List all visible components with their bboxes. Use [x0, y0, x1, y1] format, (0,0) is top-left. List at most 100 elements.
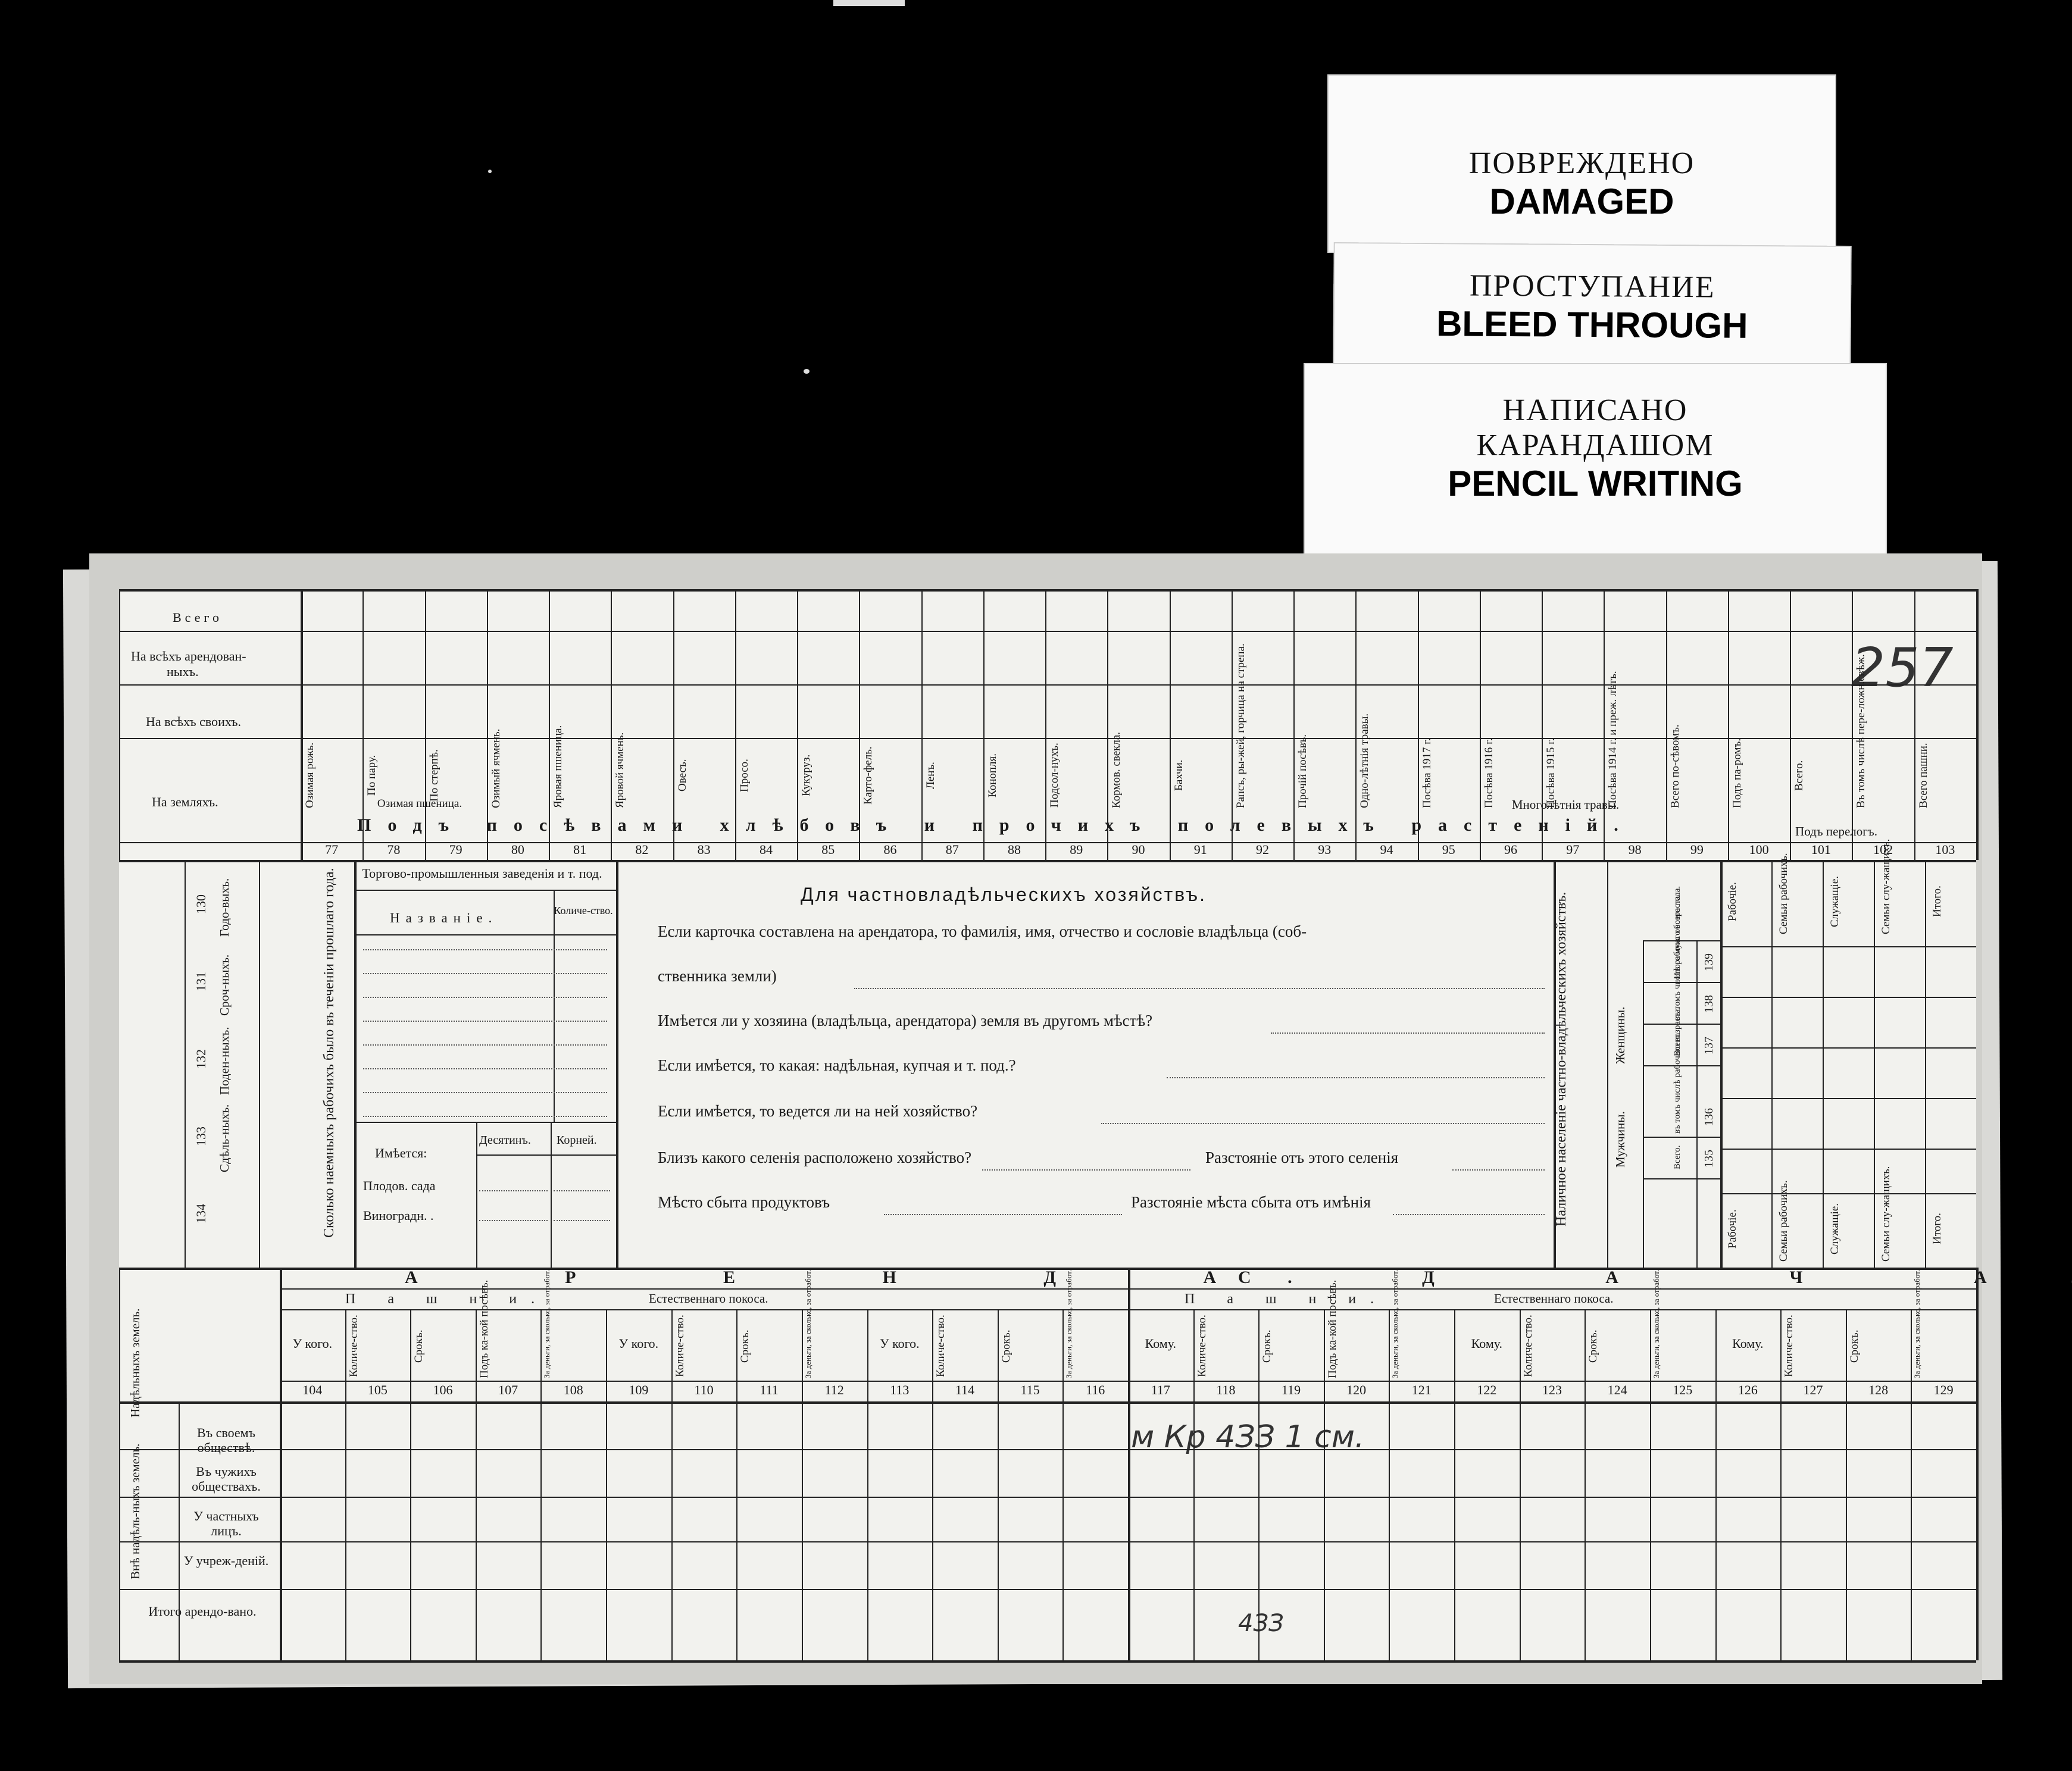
private-farms-title: Для частновладѣльческихъ хозяйствъ. [801, 884, 1207, 905]
crop-col-79: По стерпѣ. [427, 749, 440, 802]
rule-line [119, 842, 1976, 843]
crop-col-num-81: 81 [573, 842, 587, 857]
bottom-col-116: За деньги, за сколько, за отработ. [1064, 1269, 1074, 1378]
bottom-col-111: Срокъ. [739, 1329, 752, 1363]
rule-line [983, 589, 985, 860]
rule-line [801, 1309, 803, 1660]
dotted-line [554, 1190, 610, 1191]
pencil-label-en: PENCIL WRITING [1448, 464, 1743, 503]
bottom-col-114: Количе-ство. [935, 1315, 948, 1378]
rule-line [179, 1401, 180, 1660]
bottom-col-num-128: 128 [1868, 1382, 1889, 1397]
rule-line [1720, 1149, 1976, 1150]
crop-col-102: Въ томъ числѣ пере-ложн.свѣж. [1855, 654, 1868, 808]
crop-col-85: Кукуруз. [800, 754, 813, 797]
right-col-top-2: Служащіе. [1829, 875, 1841, 928]
bottom-col-num-126: 126 [1737, 1382, 1758, 1397]
crop-col-num-79: 79 [449, 842, 462, 857]
rule-line [1874, 860, 1875, 1268]
crop-col-101: Всего. [1793, 760, 1806, 791]
bottom-col-num-112: 112 [824, 1382, 844, 1397]
rule-line [475, 1309, 477, 1660]
scan-dust [804, 369, 810, 374]
rule-line [671, 1309, 673, 1660]
rule-line [1643, 1137, 1720, 1138]
rule-line [673, 589, 674, 860]
dotted-line [1452, 1169, 1545, 1171]
question-land-type: Если имѣется, то какая: надѣльная, купча… [658, 1056, 1016, 1074]
bottom-col-115: Срокъ. [999, 1329, 1012, 1363]
desyatin-header: Десятинъ. [479, 1134, 531, 1147]
question-other-land: Имѣется ли у хозяина (владѣльца, арендат… [658, 1012, 1153, 1030]
bottom-col-112: За деньги, за сколько, за отработ. [803, 1269, 812, 1378]
crop-col-num-103: 103 [1935, 842, 1955, 857]
population-label: Наличное населеніе частно-владѣльческихъ… [1554, 891, 1569, 1227]
dotted-line [854, 988, 1545, 989]
group-vne-label: Внѣ надѣль-ныхъ земель. [128, 1443, 142, 1580]
crop-col-num-83: 83 [697, 842, 711, 857]
trade-name-header: Названіе. [390, 910, 498, 925]
rule-line [1720, 1098, 1976, 1099]
rule-line [354, 1122, 616, 1123]
men-label: Мужчины. [1613, 1111, 1627, 1168]
rule-line [1585, 1309, 1586, 1660]
rule-line [606, 1309, 608, 1660]
bottom-col-124: Срокъ. [1587, 1329, 1600, 1363]
bottom-col-num-108: 108 [563, 1382, 583, 1397]
rule-line [1389, 1309, 1390, 1660]
rule-line [797, 589, 799, 860]
dotted-line [884, 1214, 1122, 1215]
pashni-sdacha: П а ш н и. [1185, 1291, 1389, 1307]
rule-line [1925, 860, 1926, 1268]
crop-col-90: Кормов. свекла. [1110, 731, 1123, 808]
bottom-col-num-107: 107 [498, 1382, 518, 1397]
crop-col-89: Подсол-нухъ. [1048, 743, 1061, 808]
rule-line [554, 890, 555, 1122]
left-col-num-134: 134 [193, 1204, 208, 1224]
dotted-line [1271, 1032, 1545, 1034]
pop-row-num-139: 139 [1702, 953, 1715, 972]
rule-line [1649, 1309, 1651, 1660]
rule-line [1696, 940, 1698, 1268]
crop-col-94: Одно-лѣтнія травы. [1358, 713, 1371, 808]
rule-line [1643, 940, 1720, 941]
rule-line [736, 1309, 738, 1660]
pencil-label-ru1: НАПИСАНО [1502, 393, 1688, 427]
rule-line [1720, 860, 1723, 1268]
rule-line [119, 1268, 120, 1660]
crop-col-num-100: 100 [1749, 842, 1769, 857]
rule-line [362, 589, 364, 860]
bottom-col-num-111: 111 [760, 1382, 779, 1397]
rule-line [1643, 1178, 1720, 1179]
crop-col-num-86: 86 [883, 842, 897, 857]
damaged-label-ru: ПОВРЕЖДЕНО [1468, 146, 1695, 180]
rule-line [119, 1268, 1976, 1270]
crop-col-99: Всего по-сѣвомъ. [1668, 724, 1682, 808]
crop-col-num-84: 84 [759, 842, 773, 857]
rule-line [1643, 1065, 1720, 1066]
bottom-col-107: Подъ ка-кой посѣвъ. [477, 1279, 490, 1378]
crop-col-num-87: 87 [945, 842, 959, 857]
fruit-garden-label: Плодов. сада [363, 1178, 436, 1193]
rule-line [616, 860, 618, 1268]
rule-line [1790, 589, 1792, 860]
pop-row-num-137: 137 [1702, 1037, 1715, 1055]
bottom-col-num-104: 104 [302, 1382, 323, 1397]
dotted-line [1101, 1123, 1545, 1124]
rule-line [1845, 1309, 1847, 1660]
rule-line [867, 1309, 868, 1660]
bottom-col-106: Срокъ. [412, 1329, 426, 1363]
left-col-num-133: 133 [193, 1127, 208, 1147]
row-label-own: На всѣхъ своихъ. [146, 714, 241, 729]
crop-col-77: Озимая рожь. [304, 742, 316, 808]
pop-row-num-138: 138 [1702, 995, 1715, 1013]
rule-line [119, 1401, 1976, 1404]
crops-banner: Подъ посѣвами хлѣбовъ и прочихъ полевыхъ… [357, 815, 1635, 835]
left-col-num-130: 130 [193, 894, 208, 915]
rule-line [1107, 589, 1109, 860]
rule-line [1604, 589, 1605, 860]
crop-col-num-78: 78 [387, 842, 401, 857]
rule-line [345, 1309, 346, 1660]
arenda-banner: А Р Е Н Д А. [405, 1268, 1364, 1287]
bottom-col-num-119: 119 [1281, 1382, 1301, 1397]
